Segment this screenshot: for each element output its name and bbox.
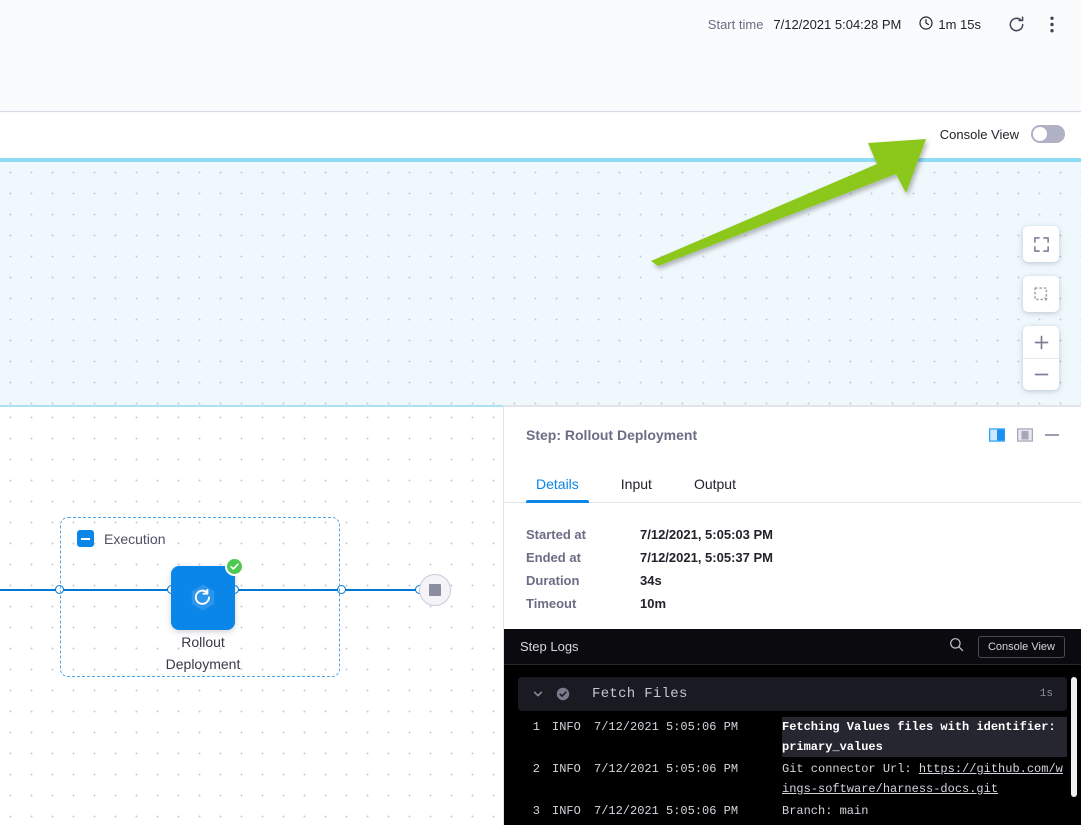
detail-value: 34s (640, 573, 662, 588)
log-line-message: Fetching Values files with identifier: p… (782, 717, 1067, 757)
console-view-control: Console View (940, 125, 1065, 143)
layout-split-icon[interactable] (989, 428, 1005, 442)
step-panel-tabs: Details Input Output (504, 463, 1081, 503)
tab-input[interactable]: Input (611, 476, 662, 502)
kebab-menu-icon[interactable] (1039, 11, 1065, 37)
detail-key: Duration (526, 573, 640, 588)
clock-icon (919, 16, 933, 33)
logs-scrollbar[interactable] (1071, 677, 1077, 797)
detail-row-ended-at: Ended at 7/12/2021, 5:05:37 PM (526, 550, 1059, 565)
detail-key: Ended at (526, 550, 640, 565)
log-line-number: 2 (518, 759, 540, 799)
log-line: 3 INFO 7/12/2021 5:05:06 PM Branch: main (518, 801, 1067, 821)
log-line-time: 7/12/2021 5:05:06 PM (594, 801, 782, 821)
start-time-label: Start time (708, 17, 764, 32)
step-panel-actions (989, 428, 1059, 442)
log-section-duration: 1s (1040, 688, 1053, 700)
log-line-message: Branch: main (782, 801, 1067, 821)
rollout-deployment-icon (186, 581, 220, 615)
detail-value: 10m (640, 596, 666, 611)
fit-to-screen-button[interactable] (1023, 226, 1059, 262)
duration-value: 1m 15s (938, 17, 981, 32)
log-line-level: INFO (540, 717, 594, 757)
check-circle-icon (556, 687, 570, 701)
log-section-fetch-files[interactable]: Fetch Files 1s (518, 677, 1067, 711)
execution-meta: Start time 7/12/2021 5:04:28 PM 1m 15s (708, 9, 1065, 39)
refresh-icon[interactable] (1003, 11, 1029, 37)
detail-value: 7/12/2021, 5:05:03 PM (640, 527, 773, 542)
duration-display: 1m 15s (919, 16, 981, 33)
chevron-down-icon (532, 688, 544, 700)
log-line-list: 1 INFO 7/12/2021 5:05:06 PM Fetching Val… (504, 711, 1081, 821)
detail-row-duration: Duration 34s (526, 573, 1059, 588)
step-logs-container: Step Logs Console View Fetch Files 1s (504, 629, 1081, 825)
step-detail-panel: Step: Rollout Deployment Det (503, 405, 1081, 825)
step-node-label: Rollout Deployment (131, 631, 275, 675)
detail-row-timeout: Timeout 10m (526, 596, 1059, 611)
pipeline-end-node[interactable] (419, 574, 451, 606)
log-line-number: 3 (518, 801, 540, 821)
status-badge-success (225, 557, 244, 576)
step-logs-header: Step Logs Console View (504, 629, 1081, 665)
zoom-in-button[interactable] (1023, 326, 1059, 358)
zoom-out-button[interactable] (1023, 358, 1059, 390)
log-section-name: Fetch Files (592, 686, 1040, 702)
tab-output[interactable]: Output (684, 476, 746, 502)
logs-console-view-button[interactable]: Console View (978, 636, 1065, 658)
log-line-level: INFO (540, 801, 594, 821)
start-time-value: 7/12/2021 5:04:28 PM (773, 17, 901, 32)
step-details-list: Started at 7/12/2021, 5:05:03 PM Ended a… (504, 503, 1081, 629)
layout-full-icon[interactable] (1017, 428, 1033, 442)
execution-diagram: Execution Rollout Deployment (0, 407, 503, 825)
console-view-strip: Console View (0, 113, 1081, 158)
step-label-line1: Rollout (131, 631, 275, 653)
tab-details[interactable]: Details (526, 476, 589, 502)
step-panel-title: Step: Rollout Deployment (526, 427, 989, 443)
detail-key: Started at (526, 527, 640, 542)
step-label-line2: Deployment (131, 653, 275, 675)
log-line-level: INFO (540, 759, 594, 799)
log-line-number: 1 (518, 717, 540, 757)
execution-group-title: Execution (104, 531, 165, 547)
step-panel-header: Step: Rollout Deployment (504, 407, 1081, 463)
detail-value: 7/12/2021, 5:05:37 PM (640, 550, 773, 565)
search-icon[interactable] (949, 637, 964, 657)
log-line-time: 7/12/2021 5:05:06 PM (594, 759, 782, 799)
log-line-message: Git connector Url: https://github.com/wi… (782, 759, 1067, 799)
execution-group-header: Execution (77, 530, 165, 547)
log-line: 1 INFO 7/12/2021 5:05:06 PM Fetching Val… (518, 717, 1067, 757)
box-select-button[interactable] (1023, 276, 1059, 312)
canvas-zoom-controls (1023, 226, 1059, 390)
console-view-toggle[interactable] (1031, 125, 1065, 143)
console-view-label: Console View (940, 127, 1019, 142)
pipeline-canvas-upper[interactable] (0, 158, 1081, 405)
zoom-group (1023, 326, 1059, 390)
log-line-time: 7/12/2021 5:05:06 PM (594, 717, 782, 757)
pipeline-canvas-lower[interactable]: Execution Rollout Deployment (0, 405, 503, 825)
detail-row-started-at: Started at 7/12/2021, 5:05:03 PM (526, 527, 1059, 542)
step-node-rollout-deployment[interactable] (171, 566, 235, 630)
collapse-group-button[interactable] (77, 530, 94, 547)
step-logs-actions: Console View (949, 636, 1065, 658)
log-line-message-text: Git connector Url: (782, 762, 919, 776)
step-logs-title: Step Logs (520, 639, 949, 654)
top-bar: Start time 7/12/2021 5:04:28 PM 1m 15s (0, 0, 1081, 112)
minimize-panel-button[interactable] (1045, 434, 1059, 436)
log-line: 2 INFO 7/12/2021 5:05:06 PM Git connecto… (518, 759, 1067, 799)
toggle-knob (1033, 127, 1047, 141)
detail-key: Timeout (526, 596, 640, 611)
